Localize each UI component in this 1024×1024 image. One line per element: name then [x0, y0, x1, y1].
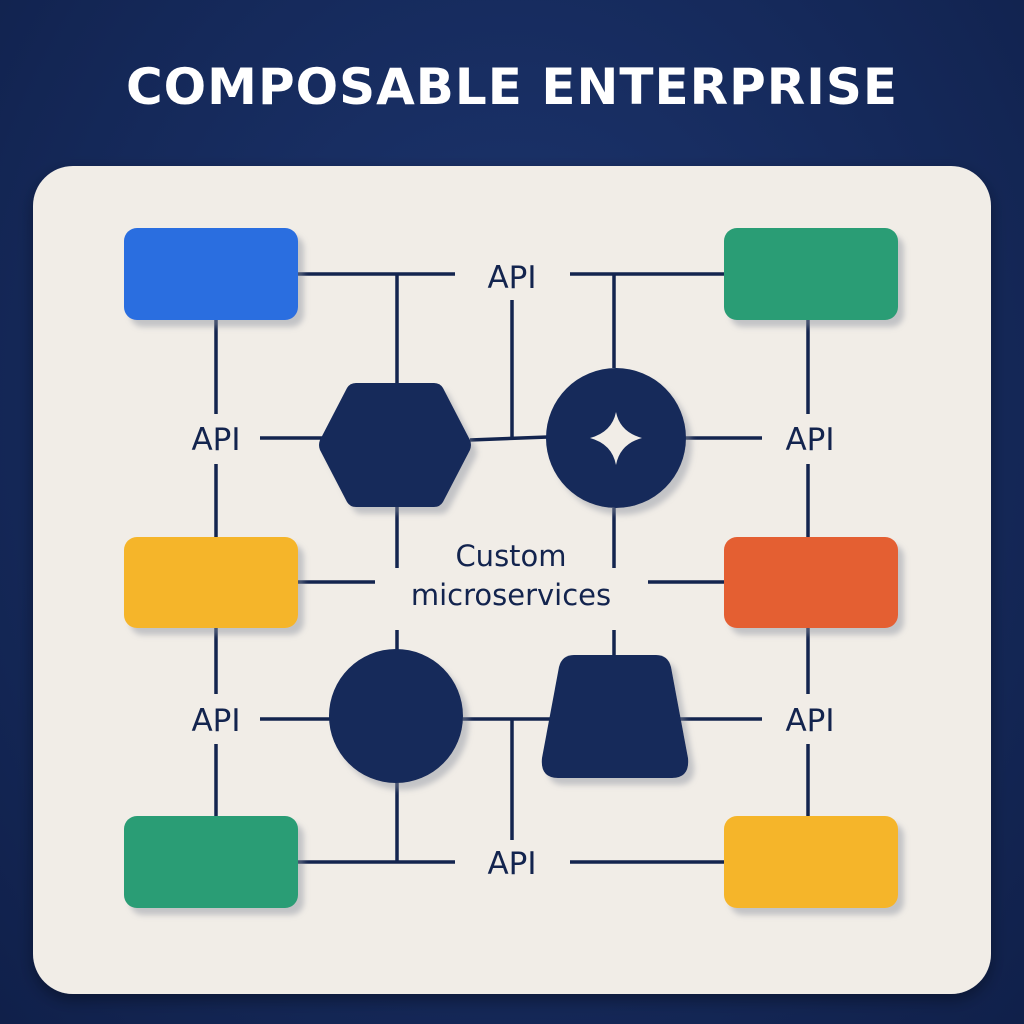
center-label-line2: microservices: [411, 578, 611, 612]
diagram-panel: [33, 166, 991, 994]
module-green-bottom-left: [124, 816, 298, 908]
connector-lines: [214, 272, 810, 864]
module-blue-top-left: [124, 228, 298, 320]
sparkle-icon: [590, 412, 642, 465]
trapezoid-icon: [541, 655, 689, 778]
api-label-right-upper: API: [785, 422, 834, 458]
api-label-left-lower: API: [191, 703, 240, 739]
circle-icon: [329, 649, 463, 783]
modules: [124, 228, 898, 908]
api-labels: API API API API API API: [191, 260, 834, 882]
hexagon-icon: [319, 383, 471, 507]
module-yellow-bottom-right: [724, 816, 898, 908]
module-orange-middle-right: [724, 537, 898, 628]
center-label-line1: Custom: [455, 539, 566, 573]
api-label-right-lower: API: [785, 703, 834, 739]
api-label-bottom: API: [487, 846, 536, 882]
api-label-top: API: [487, 260, 536, 296]
page-title: COMPOSABLE ENTERPRISE: [126, 58, 898, 116]
api-label-left-upper: API: [191, 422, 240, 458]
module-yellow-middle-left: [124, 537, 298, 628]
module-green-top-right: [724, 228, 898, 320]
microservice-nodes: [319, 368, 689, 783]
